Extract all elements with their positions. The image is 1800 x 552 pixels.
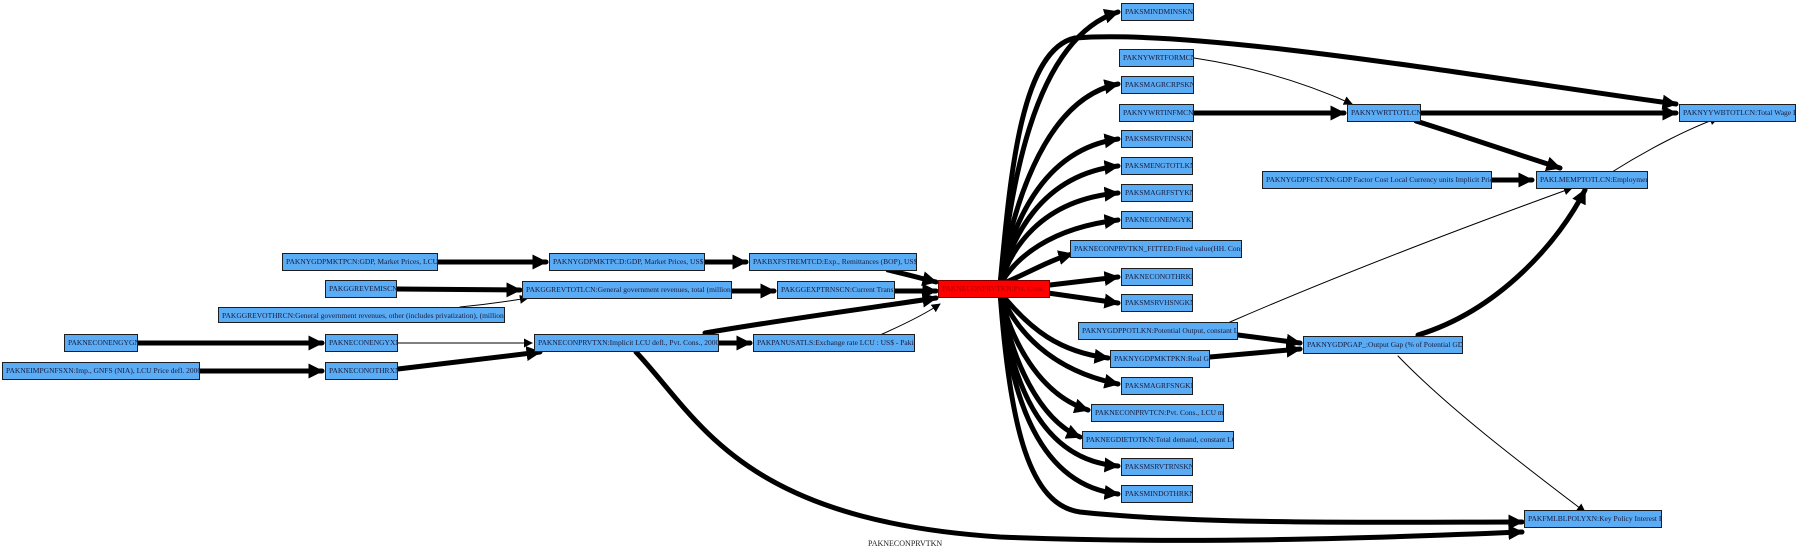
edge-center-smsrvhsng [1045, 290, 1121, 309]
edge-nywrttotl-lmemp [1413, 118, 1563, 172]
edge-center-neconothrkn [1047, 271, 1121, 288]
node-bxfstrem[interactable]: PAKBXFSTREMTCD:Exp., Remittances (BOP), … [749, 253, 917, 271]
node-nygdpmktpkn[interactable]: PAKNYGDPMKTPKN:Real GDP [1110, 350, 1210, 368]
edge-prvtxn-fmlblpol [633, 349, 1525, 543]
edge-center-nygdpmktpkn [997, 289, 1111, 364]
node-nygdpfcst[interactable]: PAKNYGDPFCSTXN:GDP Factor Cost Local Cur… [1262, 171, 1492, 189]
edge-nygdpgap-lmemp [1415, 187, 1588, 338]
node-smagrfsng[interactable]: PAKSMAGRFSNGKN [1121, 377, 1193, 395]
node-gdpmktpcn[interactable]: PAKNYGDPMKTPCN:GDP, Market Prices, LCU m… [282, 253, 438, 271]
node-pvanusat[interactable]: PAKPANUSATLS:Exchange rate LCU : US$ - P… [753, 334, 915, 352]
node-smindoth[interactable]: PAKSMINDOTHRKN [1121, 485, 1193, 503]
node-nywrtfor[interactable]: PAKNYWRTFORMCN [1119, 49, 1194, 67]
edge-nygdpgap-fmlblpol [1397, 355, 1586, 513]
node-ggextrns[interactable]: PAKGGEXPTRNSCN:Current Transfers [777, 281, 895, 299]
node-neconothr[interactable]: PAKNECONOTHRXN: [325, 362, 398, 380]
node-neconprvtcn[interactable]: PAKNECONPRVTCN:Pvt. Cons., LCU mn [1091, 404, 1224, 422]
node-smsrvfin[interactable]: PAKSMSRVFINSKN [1121, 130, 1193, 148]
node-fmlblpol[interactable]: PAKFMLBLPOLYXN:Key Policy Interest Rate [1524, 510, 1662, 528]
edge-pvanusat-center [879, 303, 941, 336]
node-lmemptotl[interactable]: PAKLMEMPTOTLCN:Employment [1536, 171, 1648, 189]
edge-ggrevemisc-ggrevtotl [394, 282, 523, 298]
node-neconengykn[interactable]: PAKNECONENGYKN [1121, 211, 1193, 229]
node-ggrevemisc[interactable]: PAKGGREVEMISCN: [325, 280, 397, 298]
edge-ggrevoth-ggrevtotl [459, 294, 529, 308]
edge-nywrtfor-nywrttotl [1193, 57, 1353, 105]
edge-prvtxn-center [702, 292, 939, 336]
edge-nygdpmktpkn-nygdpgap [1207, 342, 1303, 360]
node-nywrttotl[interactable]: PAKNYWRTTOTLCN [1347, 104, 1421, 122]
node-smagrcrp[interactable]: PAKSMAGRCRPSKN [1121, 76, 1194, 94]
edge-nygdppotl-lmemp [1229, 186, 1573, 323]
node-fitted[interactable]: PAKNECONPRVTKN_FITTED:Fitted value(HH. C… [1070, 240, 1242, 258]
node-neconengy-x[interactable]: PAKNECONENGYXN: [325, 334, 398, 352]
node-smengtotl[interactable]: PAKSMENGTOTLKN [1121, 157, 1193, 175]
node-ggrevoth[interactable]: PAKGGREVOTHRCN:General government revenu… [218, 307, 505, 323]
node-smsrvhsng[interactable]: PAKSMSRVHSNGKN [1121, 294, 1193, 312]
node-ggrevtotl[interactable]: PAKGGREVTOTLCN:General government revenu… [522, 281, 732, 299]
node-nyywbtotl[interactable]: PAKNYYWBTOTLCN:Total Wage Bill [1679, 104, 1796, 122]
node-neconothrkn[interactable]: PAKNECONOTHRKN [1121, 268, 1193, 286]
node-nygdppotl[interactable]: PAKNYGDPPOTLKN:Potential Output, constan… [1078, 322, 1238, 340]
node-negdiet[interactable]: PAKNEGDIETOTKN:Total demand, constant LC… [1082, 431, 1234, 449]
edge-neconothr-prvtxn [395, 346, 543, 372]
edge-nygdppotl-nygdpgap [1235, 332, 1303, 349]
node-smindmin[interactable]: PAKSMINDMINSKN [1121, 3, 1194, 21]
node-neconprvtxn[interactable]: PAKNECONPRVTXN:Implicit LCU defl., Pvt. … [534, 334, 719, 352]
node-smsrvtrns[interactable]: PAKSMSRVTRNSKN [1121, 458, 1193, 476]
edge-bxfstrem-center [885, 267, 939, 287]
edge-center-smagrfsty [997, 186, 1121, 288]
node-center-neconprvtkn[interactable]: PAKNECONPRVTKN:Pvt. Cons. [938, 280, 1050, 298]
graph-caption: PAKNECONPRVTKN [868, 539, 943, 548]
node-nywrtinf[interactable]: PAKNYWRTINFMCN [1119, 104, 1194, 122]
node-nefimpon[interactable]: PAKNEIMPGNFSXN:Imp., GNFS (NIA), LCU Pri… [2, 362, 200, 380]
node-smagrfsty[interactable]: PAKSMAGRFSTYKN [1121, 184, 1193, 202]
edge-center-fmlblpol [997, 289, 1525, 530]
edge-lmemp-nyywb [1611, 116, 1719, 173]
edge-center-nyywb [997, 34, 1679, 288]
edge-center-neconengykn [997, 214, 1121, 288]
node-gdpmktpcd[interactable]: PAKNYGDPMKTPCD:GDP, Market Prices, US$ m… [549, 253, 705, 271]
node-neconengy-g[interactable]: PAKNECONENGYGN: [64, 334, 138, 352]
edge-center-smagrfsng [997, 289, 1121, 389]
node-nygdpgap[interactable]: PAKNYGDPGAP_:Output Gap (% of Potential … [1303, 336, 1463, 354]
